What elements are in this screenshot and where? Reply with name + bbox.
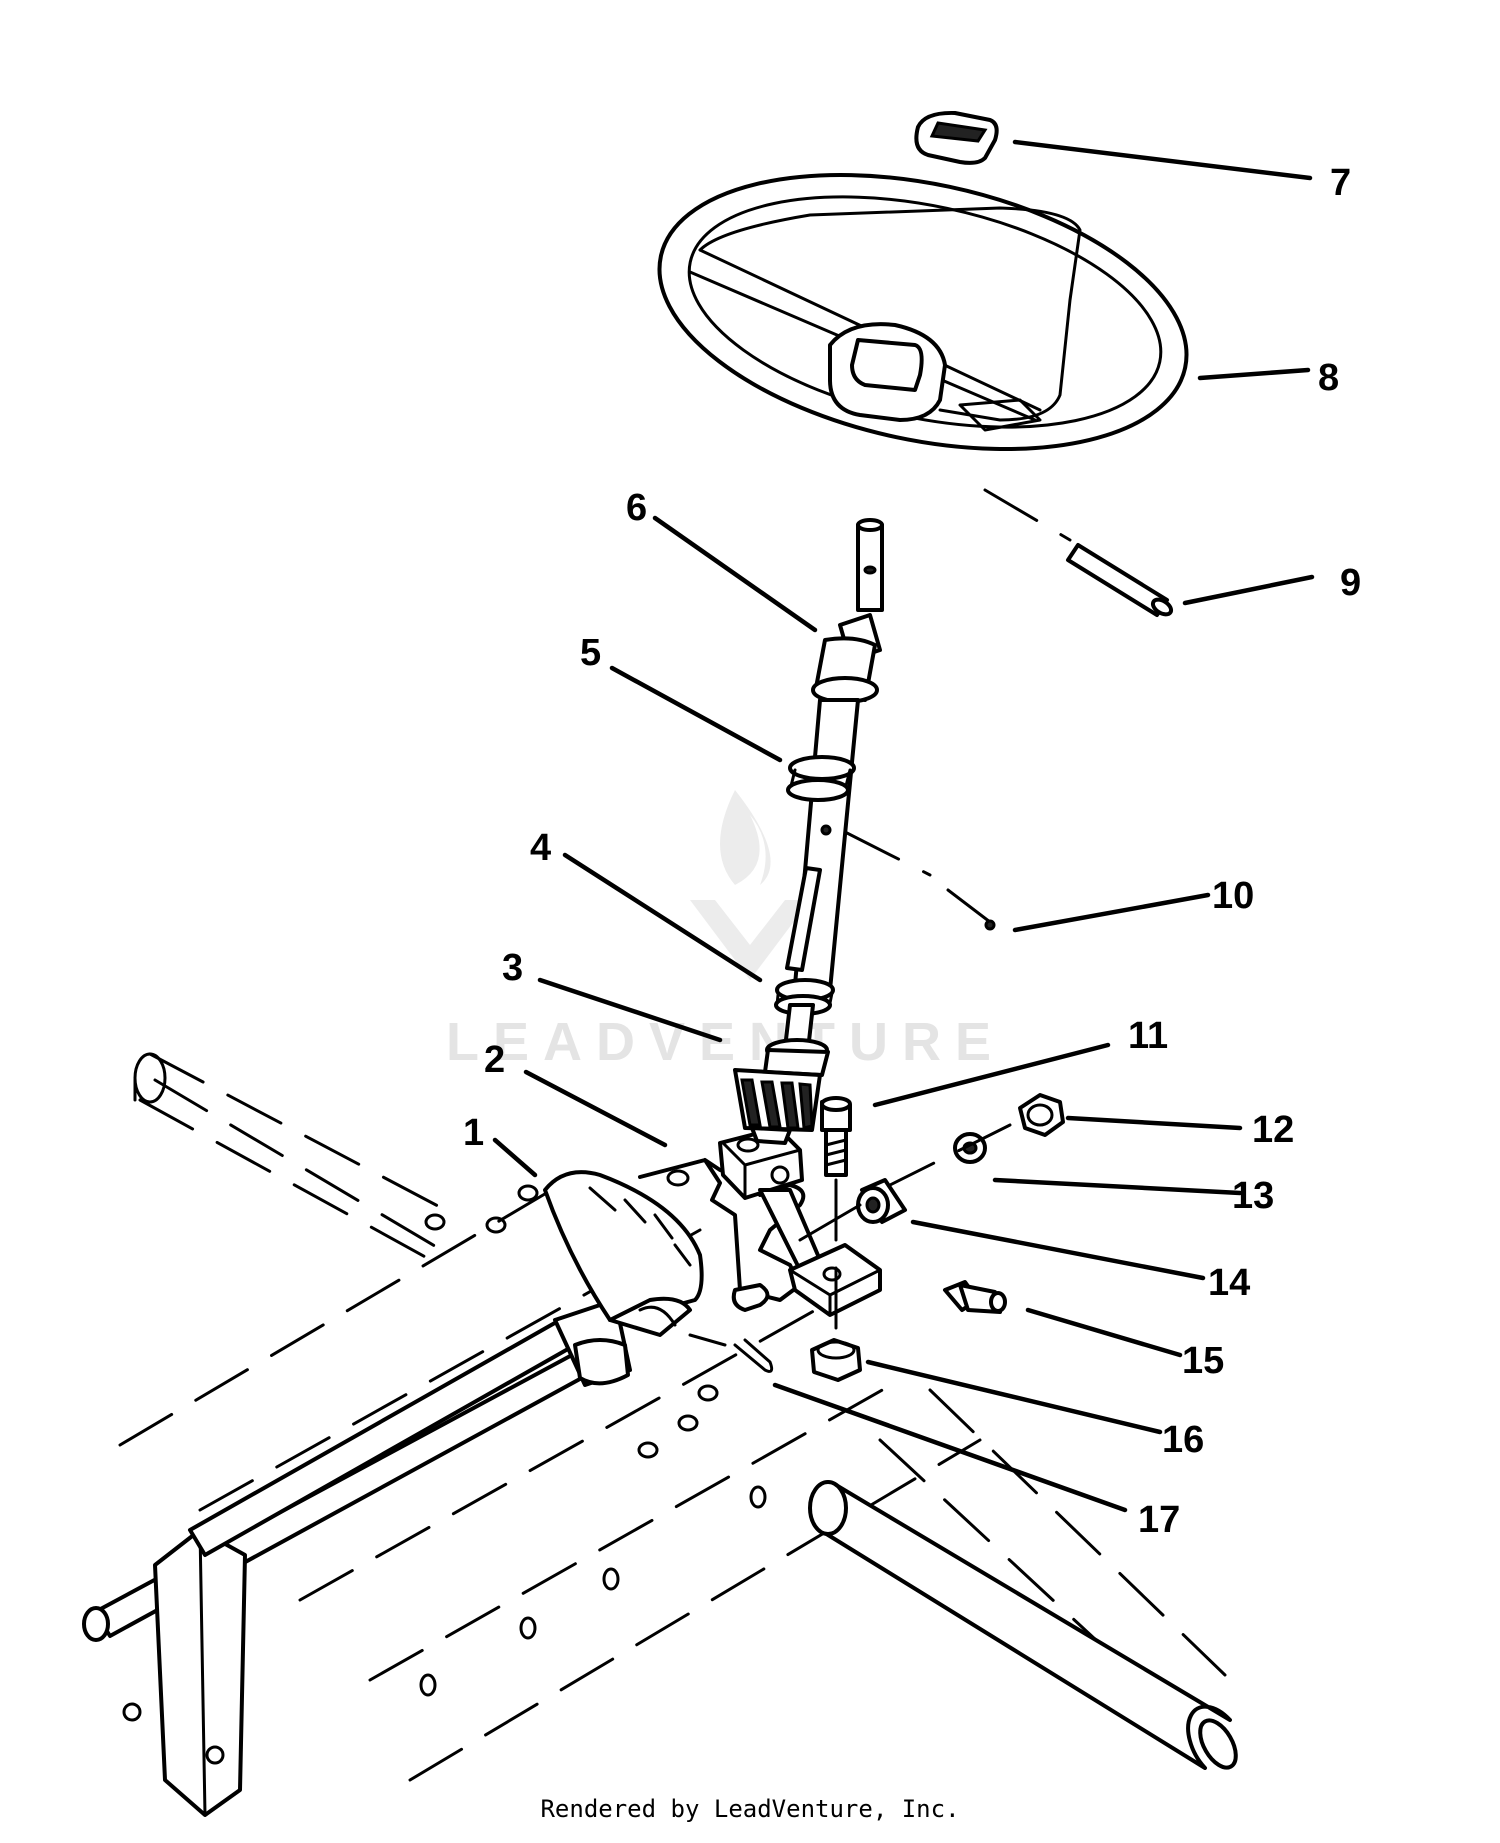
leader-11 [872, 1042, 1111, 1108]
callout-14: 14 [1208, 1262, 1250, 1304]
callout-15: 15 [1182, 1340, 1224, 1382]
leader-6 [652, 515, 818, 633]
callout-4: 4 [530, 827, 551, 869]
leader-10 [1012, 892, 1211, 933]
nut-washer-spacer [798, 1093, 1065, 1242]
leader-12 [1065, 1115, 1243, 1131]
watermark: LEADVENTURE [446, 790, 1005, 1072]
callout-12: 12 [1252, 1109, 1294, 1151]
callout-labels: 1 2 3 4 5 6 7 8 9 10 11 12 13 14 15 16 1… [463, 162, 1361, 1541]
leader-13 [992, 1177, 1243, 1196]
leader-1 [492, 1137, 538, 1178]
callout-2: 2 [484, 1039, 505, 1081]
steering-wheel-cap [914, 110, 999, 165]
callout-9: 9 [1340, 562, 1361, 604]
callout-16: 16 [1162, 1419, 1204, 1461]
callout-10: 10 [1212, 875, 1254, 917]
leader-3 [537, 977, 723, 1043]
callout-1: 1 [463, 1112, 484, 1154]
footer-credit: Rendered by LeadVenture, Inc. [540, 1795, 960, 1823]
leader-8 [1197, 367, 1311, 381]
frame-assembly [118, 1052, 1238, 1782]
cotter-pin [688, 1333, 774, 1373]
callout-8: 8 [1318, 357, 1339, 399]
bolt [820, 1096, 852, 1337]
leader-2 [523, 1069, 668, 1148]
watermark-text: LEADVENTURE [446, 1012, 1005, 1072]
leader-16 [865, 1359, 1163, 1435]
leader-15 [1025, 1307, 1183, 1358]
shaft-pin [843, 830, 996, 931]
leader-lines [492, 139, 1315, 1513]
roll-pin [983, 488, 1174, 617]
callout-13: 13 [1232, 1175, 1274, 1217]
callout-17: 17 [1138, 1499, 1180, 1541]
callout-6: 6 [626, 487, 647, 529]
tie-rod-assembly [82, 1298, 632, 1817]
callout-3: 3 [502, 947, 523, 989]
steering-shaft [733, 518, 884, 1145]
leader-7 [1012, 139, 1313, 181]
leader-4 [562, 852, 763, 983]
steering-sector-gear [543, 1170, 704, 1386]
leader-17 [772, 1382, 1128, 1513]
pinion-gear [733, 1068, 822, 1145]
callout-11: 11 [1128, 1015, 1168, 1057]
lower-nut [810, 1338, 862, 1382]
grease-fitting [943, 1280, 1007, 1314]
callout-7: 7 [1330, 162, 1351, 204]
callout-5: 5 [580, 632, 601, 674]
leader-9 [1182, 574, 1315, 606]
steering-wheel [657, 172, 1189, 452]
leader-5 [609, 665, 783, 763]
leader-14 [910, 1219, 1206, 1281]
